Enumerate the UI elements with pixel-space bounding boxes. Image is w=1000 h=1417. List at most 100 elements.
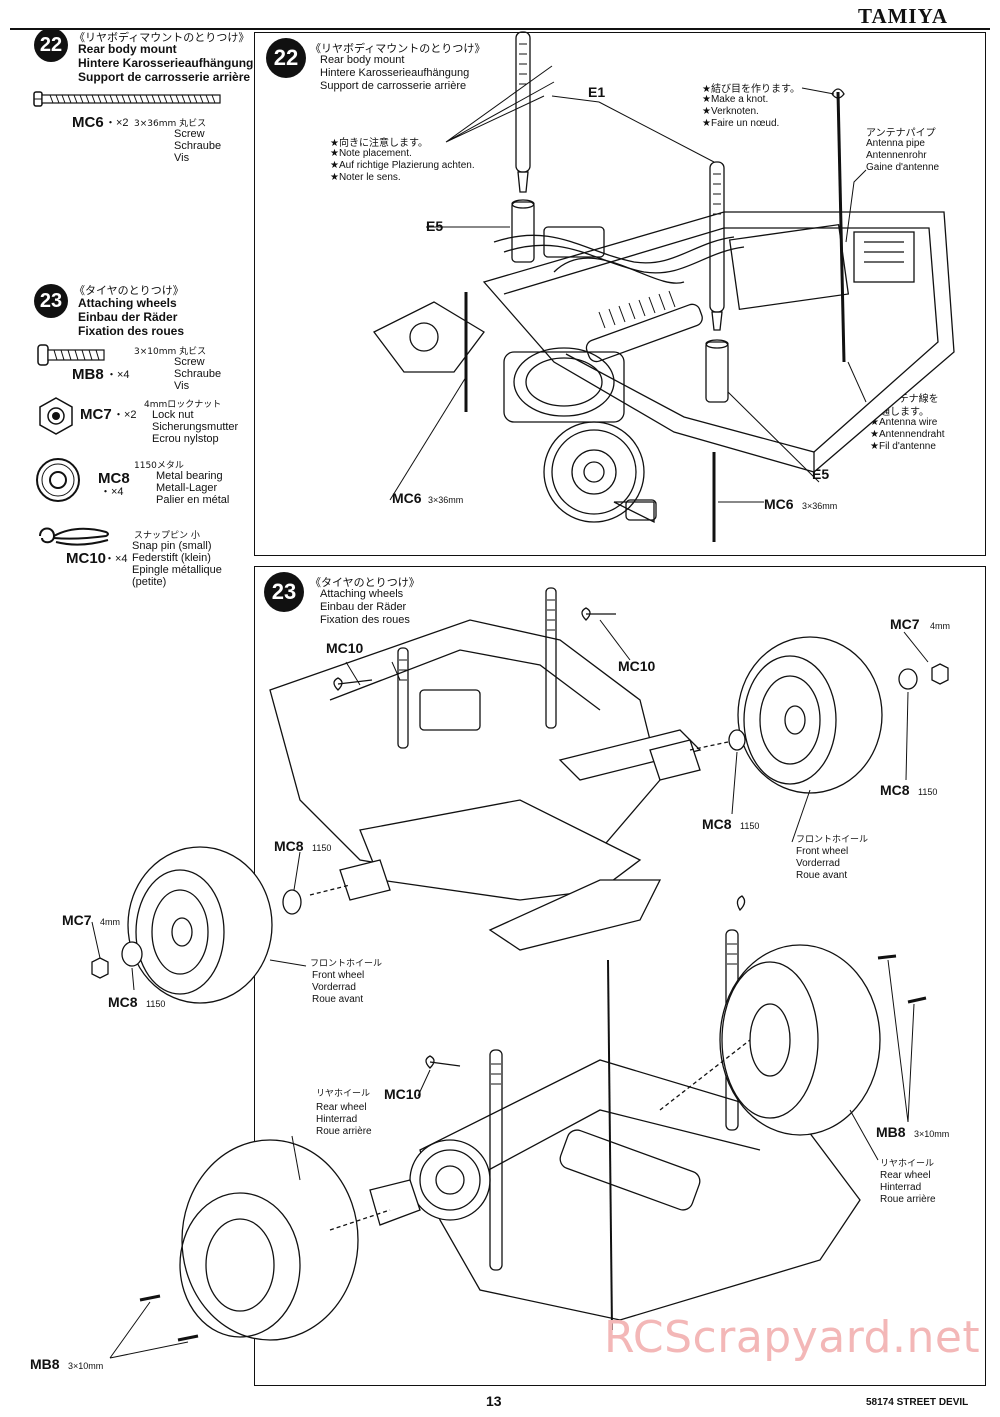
sidebar-mc7-name-en: Lock nut	[152, 409, 194, 421]
callout-mb8-left-spec: 3×10mm	[68, 1361, 104, 1371]
callout-e5-left: E5	[426, 218, 444, 234]
front-wheel-right-de: Vorderrad	[796, 858, 840, 869]
rear-wheel-left-fr: Roue arrière	[316, 1126, 372, 1137]
sidebar-mc10-name-en: Snap pin (small)	[132, 540, 212, 552]
sidebar-mb8-qty: ・×4	[106, 369, 130, 381]
screw-long-icon	[33, 91, 221, 107]
rear-wheel-right-jp: リヤホイール	[880, 1159, 935, 1169]
panel-22-knot-fr: ★Faire un nœud.	[702, 118, 780, 129]
callout-mc6-left-spec: 3×36mm	[428, 495, 464, 505]
panel-22-pipe-de: Antennenrohr	[866, 150, 927, 161]
sidebar-mc7-qty: ・×2	[113, 409, 137, 421]
panel-22-title-en: Rear body mount	[320, 54, 405, 66]
panel-23-title-fr: Fixation des roues	[320, 614, 410, 626]
step-23-badge: 23	[34, 284, 68, 318]
metal-bearing-icon	[36, 458, 80, 502]
sidebar-mc8-name-de: Metall-Lager	[156, 482, 218, 494]
sidebar-mc8-code: MC8	[98, 470, 130, 487]
sidebar-mb8-spec: 3×10mm 丸ビス	[134, 347, 207, 357]
callout-mc8-right-outer: MC8	[880, 782, 910, 798]
callout-mb8-left: MB8	[30, 1356, 60, 1372]
sidebar-mc6-spec: 3×36mm 丸ビス	[134, 119, 207, 129]
sidebar-mc7-name-de: Sicherungsmutter	[152, 421, 239, 433]
rear-wheel-right-en: Rear wheel	[880, 1170, 931, 1181]
sidebar-mc10-qty: ・×4	[104, 553, 128, 565]
panel-22-badge: 22	[266, 38, 306, 78]
sidebar-mc6-name-en: Screw	[174, 128, 205, 140]
callout-mc8-left-inner-spec: 1150	[312, 843, 332, 853]
panel-23-badge: 23	[264, 572, 304, 612]
callout-mb8-right: MB8	[876, 1124, 906, 1140]
rear-wheel-left-jp: リヤホイール	[316, 1089, 371, 1099]
sidebar-mb8-name-de: Schraube	[174, 368, 222, 380]
callout-mb8-right-spec: 3×10mm	[914, 1129, 950, 1139]
callout-mc8-left-outer: MC8	[108, 994, 138, 1010]
sidebar-mc7-spec: 4mmロックナット	[144, 400, 222, 410]
callout-mc7-front-left: MC7	[62, 912, 92, 928]
callout-mc8-right-inner: MC8	[702, 816, 732, 832]
panel-22-knot-de: ★Verknoten.	[702, 106, 759, 117]
panel-22-wire-fr: ★Fil d'antenne	[870, 441, 936, 452]
panel-22-wire-en: ★Antenna wire	[870, 417, 938, 428]
panel-22-note-jp: ★向きに注意します。	[330, 138, 428, 149]
step-23-title-fr: Fixation des roues	[78, 324, 185, 338]
sidebar-mc8-spec: 1150メタル	[134, 461, 184, 471]
panel-22-title-fr: Support de carrosserie arrière	[320, 80, 467, 92]
callout-mc10-right: MC10	[618, 658, 656, 674]
panel-22-knot-en: ★Make a knot.	[702, 94, 769, 105]
step-22-title-fr: Support de carrosserie arrière	[78, 70, 251, 84]
watermark: RCScrapyard.net	[604, 1312, 981, 1363]
page-number: 13	[486, 1393, 502, 1409]
front-wheel-left-de: Vorderrad	[312, 982, 356, 993]
header-rule	[10, 28, 990, 30]
sidebar-mc8-qty: ・×4	[100, 486, 124, 498]
callout-mc8-right-outer-spec: 1150	[918, 787, 938, 797]
rear-wheel-right-fr: Roue arrière	[880, 1194, 936, 1205]
step-22-title-de: Hintere Karosserieaufhängung	[78, 56, 254, 70]
panel-22-knot-jp: ★結び目を作ります。	[702, 84, 800, 95]
screw-short-icon	[37, 344, 105, 366]
step-23-title-de: Einbau der Räder	[78, 310, 178, 324]
front-wheel-left-en: Front wheel	[312, 970, 365, 981]
step-22-title-jp: 《リヤボディマウントのとりつけ》	[74, 31, 250, 44]
snap-pin-icon	[39, 527, 109, 546]
sidebar-mc10-name-de: Federstift (klein)	[132, 552, 211, 564]
callout-mc8-left-inner: MC8	[274, 838, 304, 854]
sidebar-mb8-name-fr: Vis	[174, 380, 190, 392]
model-label: 58174 STREET DEVIL	[866, 1397, 969, 1408]
callout-mc8-left-outer-spec: 1150	[146, 999, 166, 1009]
sidebar-mc8-name-fr: Palier en métal	[156, 494, 230, 506]
panel-23-title-en: Attaching wheels	[320, 588, 404, 600]
sidebar-mc10-name-fr: Epingle métallique	[132, 564, 222, 576]
panel-23-title-jp: 《タイヤのとりつけ》	[310, 576, 420, 589]
panel-22-note-de: ★Auf richtige Plazierung achten.	[330, 160, 475, 171]
panel-23-title-de: Einbau der Räder	[320, 601, 407, 613]
rear-wheel-left-en: Rear wheel	[316, 1102, 367, 1113]
panel-22-wire-jp-1: ★アンテナ線を	[870, 394, 939, 405]
front-wheel-right-jp: フロントホイール	[796, 835, 869, 845]
callout-mc6-right-spec: 3×36mm	[802, 501, 838, 511]
panel-22-wire-jp-2: 通します。	[880, 407, 929, 418]
step-22-title-en: Rear body mount	[78, 42, 177, 56]
panel-22-pipe-jp: アンテナパイプ	[866, 128, 936, 139]
front-wheel-right-fr: Roue avant	[796, 870, 848, 881]
sidebar-mc7-name-fr: Ecrou nylstop	[152, 433, 219, 445]
callout-mc6-right: MC6	[764, 496, 794, 512]
rear-wheel-right-de: Hinterrad	[880, 1182, 922, 1193]
front-wheel-right-en: Front wheel	[796, 846, 849, 857]
front-wheel-left-jp: フロントホイール	[310, 959, 383, 969]
sidebar-mc6-name-fr: Vis	[174, 152, 190, 164]
sidebar-mc6-name-de: Schraube	[174, 140, 222, 152]
step-23-title-en: Attaching wheels	[78, 296, 177, 310]
sidebar-mc6-qty: ・×2	[105, 117, 129, 129]
callout-mc10-left: MC10	[326, 640, 364, 656]
step-22-badge: 22	[34, 28, 68, 62]
sidebar-mc6-code: MC6	[72, 114, 104, 131]
sidebar-mc10-name-fr-2: (petite)	[132, 576, 167, 588]
rear-wheel-left-de: Hinterrad	[316, 1114, 358, 1125]
brand-logo: TAMIYA	[858, 4, 949, 28]
sidebar-mb8-code: MB8	[72, 366, 104, 383]
sidebar-mc10-code: MC10	[66, 550, 107, 567]
sidebar-mc8-name-en: Metal bearing	[156, 470, 223, 482]
